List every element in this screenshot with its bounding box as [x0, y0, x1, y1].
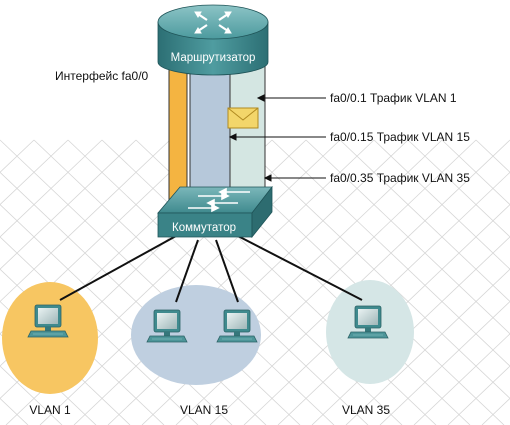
grid-line — [0, 139, 103, 238]
grid-line — [373, 139, 510, 270]
vlan-15-label: VLAN 15 — [180, 403, 228, 417]
grid-line — [39, 139, 341, 425]
vlan-1-label: VLAN 1 — [29, 403, 71, 417]
grid-line — [243, 171, 510, 425]
grid-line — [305, 139, 510, 335]
subinterface-label-35: fa0/0.35 Трафик VLAN 35 — [330, 171, 470, 185]
grid-line — [345, 268, 510, 425]
grid-line — [0, 139, 137, 270]
grid-line — [33, 139, 335, 425]
envelope-icon — [227, 107, 259, 129]
grid-line — [0, 139, 171, 303]
trunk-link — [168, 61, 266, 211]
vlan-35-label: VLAN 35 — [342, 403, 390, 417]
grid-line — [277, 204, 510, 425]
subinterface-label-1: fa0/0.1 Трафик VLAN 1 — [330, 91, 457, 105]
grid-line — [73, 139, 375, 425]
grid-line — [0, 268, 165, 425]
grid-line — [67, 139, 369, 425]
grid-line — [0, 365, 63, 425]
grid-line — [379, 300, 510, 425]
grid-line — [441, 139, 510, 206]
vlan-15-zone — [131, 285, 261, 385]
subinterface-pointers — [228, 94, 326, 182]
grid-line — [0, 139, 69, 206]
subinterface-label-15: fa0/0.15 Трафик VLAN 15 — [330, 130, 470, 144]
interface-label: Интерфейс fa0/0 — [55, 69, 149, 83]
grid-line — [237, 139, 510, 399]
router-label: Маршрутизатор — [171, 52, 256, 64]
grid-line — [0, 139, 301, 425]
router-icon[interactable]: Маршрутизатор — [157, 4, 269, 76]
cables — [59, 235, 363, 303]
grid-line — [271, 139, 510, 367]
grid-line — [107, 139, 409, 425]
vlan-1-zone — [2, 282, 98, 394]
grid-line — [339, 139, 510, 303]
switch-label: Коммутатор — [172, 222, 236, 234]
grid-line — [413, 333, 510, 425]
switch-icon[interactable]: Коммутатор — [157, 185, 273, 239]
grid-line — [447, 365, 510, 425]
grid-line — [407, 139, 510, 238]
